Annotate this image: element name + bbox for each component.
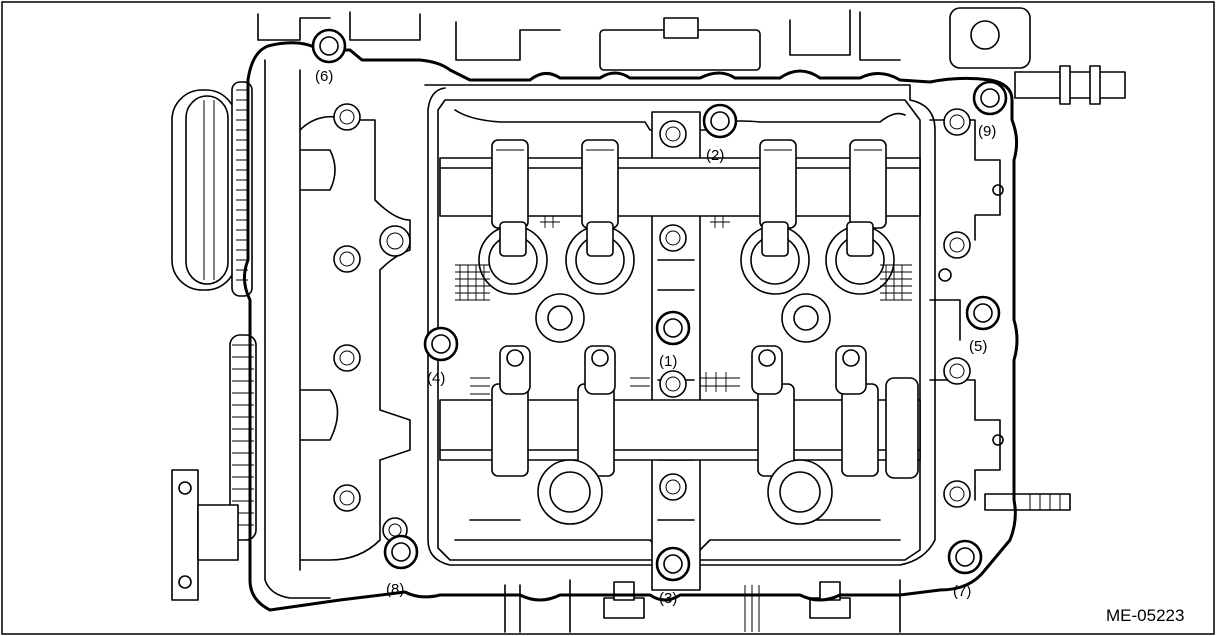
bolt-icon — [659, 120, 687, 148]
bolt-icon — [333, 344, 361, 372]
sequence-bolt-6 — [311, 28, 347, 64]
callout-4: (4) — [427, 370, 445, 387]
callout-7: (7) — [953, 583, 971, 600]
bolt-icon — [943, 357, 971, 385]
callout-5: (5) — [969, 338, 987, 355]
callout-8: (8) — [386, 581, 404, 598]
sequence-bolt-3 — [655, 546, 691, 582]
right-housing — [929, 119, 1004, 501]
sequence-bolt-8 — [383, 534, 419, 570]
casting-hatching — [455, 216, 912, 395]
valve-springs — [478, 221, 895, 525]
callout-3: (3) — [659, 590, 677, 607]
exhaust-camshaft — [439, 377, 921, 479]
callout-9: (9) — [978, 123, 996, 140]
sequence-bolt-7 — [947, 539, 983, 575]
callout-6: (6) — [315, 68, 333, 85]
sequence-bolt-9 — [972, 80, 1008, 116]
bolt-icon — [333, 245, 361, 273]
intake-camshaft — [439, 139, 921, 229]
sequence-bolt-2 — [702, 103, 738, 139]
bolt-icon — [659, 224, 687, 252]
upper-engine-parts — [257, 7, 1126, 511]
bolt-icon — [379, 225, 411, 257]
sequence-bolt-5 — [965, 295, 1001, 331]
figure-code: ME-05223 — [1106, 606, 1184, 625]
secondary-bolts — [333, 103, 971, 543]
bolt-icon — [333, 484, 361, 512]
bolt-icon — [659, 473, 687, 501]
lower-engine-parts — [504, 579, 901, 633]
cylinder-head-body — [243, 41, 1019, 612]
sequence-bolt-1 — [655, 310, 691, 346]
bolt-icon — [659, 370, 687, 398]
timing-pulley — [171, 81, 257, 601]
bolt-icon — [333, 103, 361, 131]
bolt-icon — [943, 108, 971, 136]
callout-2: (2) — [706, 147, 724, 164]
bolt-icon — [943, 231, 971, 259]
bolt-icon — [943, 480, 971, 508]
callout-1: (1) — [659, 353, 677, 370]
sequence-bolt-4 — [423, 326, 459, 362]
